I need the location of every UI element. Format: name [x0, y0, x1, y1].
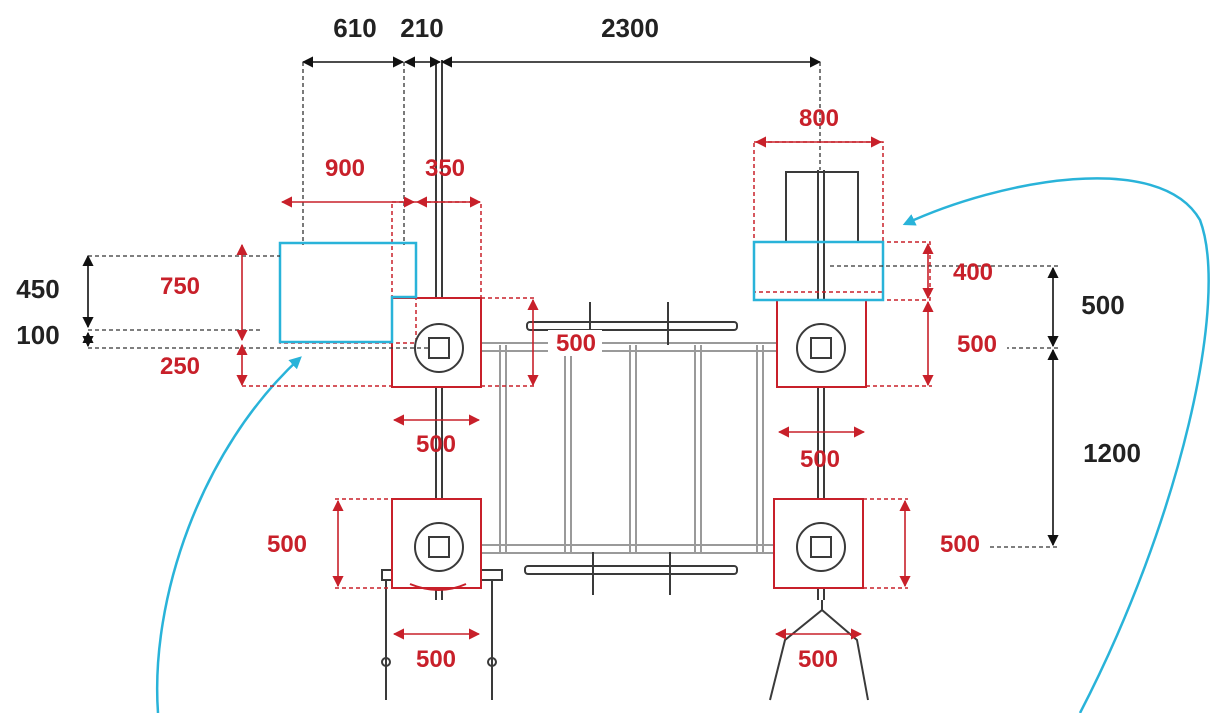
label-500-right-mid: 500	[800, 446, 840, 473]
label-250: 250	[160, 353, 200, 380]
label-500-bottom-right: 500	[798, 646, 838, 673]
post-hubs	[409, 323, 846, 591]
highlight-left-box	[278, 241, 418, 344]
label-450: 450	[16, 274, 59, 304]
label-500-right-lower: 500	[940, 531, 980, 558]
label-750: 750	[160, 273, 200, 300]
label-500-mid: 500	[556, 330, 596, 357]
dimension-labels: 610 210 2300 450 100 500 1200 900 350 75…	[16, 13, 1141, 673]
label-800: 800	[799, 105, 839, 132]
label-500-bottom-left: 500	[416, 646, 456, 673]
label-610: 610	[333, 13, 376, 43]
arrow-left-curve	[156, 356, 302, 713]
arrow-right-curve	[902, 177, 1210, 713]
highlighted-zones	[156, 177, 1210, 713]
label-2300: 2300	[601, 13, 659, 43]
label-500-right: 500	[1081, 290, 1124, 320]
label-500-right-top: 500	[957, 331, 997, 358]
label-400: 400	[953, 259, 993, 286]
label-350: 350	[425, 155, 465, 182]
red-dimensions	[236, 136, 934, 640]
label-500-left-bottom: 500	[416, 431, 456, 458]
label-1200: 1200	[1083, 438, 1141, 468]
label-900: 900	[325, 155, 365, 182]
dark-dimensions	[82, 56, 1059, 548]
highlight-right-box	[752, 240, 885, 302]
label-100: 100	[16, 320, 59, 350]
label-500-lower-left: 500	[267, 531, 307, 558]
label-210: 210	[400, 13, 443, 43]
